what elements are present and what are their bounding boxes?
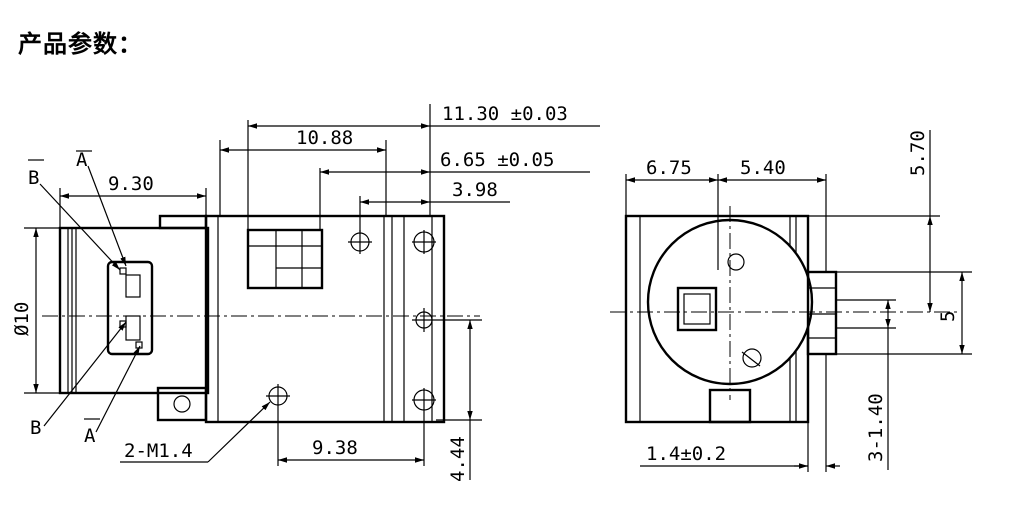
dim-side-675: 6.75 [646, 157, 692, 179]
camera-body [204, 214, 446, 424]
screw-spec: 2-M1.4 [124, 440, 193, 462]
mount-hole [173, 395, 191, 413]
section-label-a-bottom: A [84, 425, 96, 447]
side-window [676, 286, 718, 332]
dim-pin-width: 1.4±0.2 [646, 443, 726, 465]
dim-pin-span: 5 [937, 311, 959, 322]
dim-body-length: 10.88 [296, 127, 353, 149]
page-title: 产品参数： [18, 30, 143, 58]
dim-diameter: Ø10 [11, 302, 33, 336]
dim-side-570: 5.70 [907, 130, 929, 176]
front-view: 11.30 ±0.03 10.88 6.65 ±0.05 3.98 9.30 Ø… [11, 103, 600, 482]
dim-pin-spec: 3-1.40 [865, 393, 887, 462]
section-label-a-top: A [76, 149, 88, 171]
dim-hole-pitch: 9.38 [312, 437, 358, 459]
dim-hole-height: 4.44 [447, 436, 469, 482]
dim-lens-length: 9.30 [108, 173, 154, 195]
pin-block [806, 270, 838, 356]
lens-window [106, 260, 154, 356]
lens-barrel [58, 226, 210, 395]
section-label-b-bottom: B [30, 417, 41, 439]
dim-side-540: 5.40 [740, 157, 786, 179]
dim-offset-665: 6.65 ±0.05 [440, 149, 554, 171]
connector [246, 228, 324, 290]
dim-overall-length: 11.30 ±0.03 [442, 103, 568, 125]
dim-offset-398: 3.98 [452, 179, 498, 201]
section-label-b-top: B [28, 167, 39, 189]
side-view: 6.75 5.40 5.70 5 3-1.40 1.4±0.2 [610, 130, 972, 472]
